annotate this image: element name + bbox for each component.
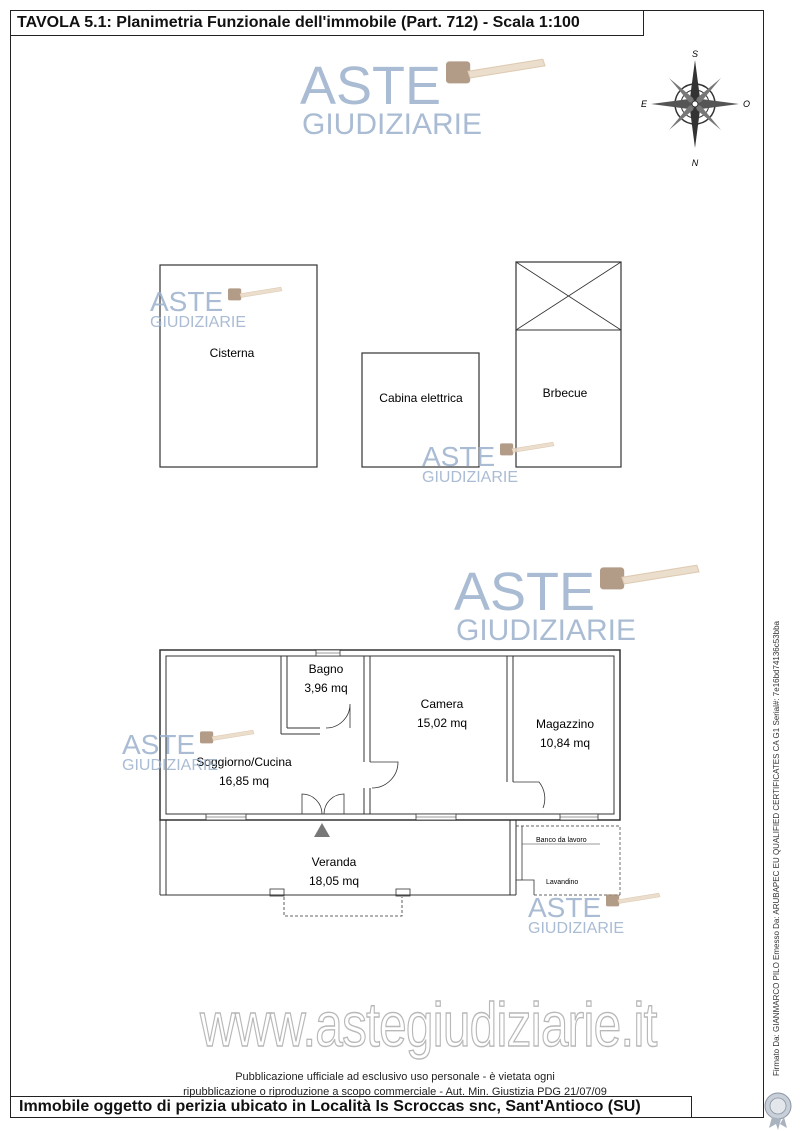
lavandino-label: Lavandino (546, 879, 578, 886)
compass-n: N (692, 158, 699, 168)
cabina-label: Cabina elettrica (379, 391, 463, 405)
room-camera-area: 15,02 mq (417, 716, 467, 730)
banco-label: Banco da lavoro (536, 837, 587, 844)
entrance-arrow-icon (314, 823, 330, 837)
svg-text:ASTE: ASTE (422, 441, 495, 472)
compass-rose: S N E O (641, 49, 750, 168)
svg-text:ASTE: ASTE (300, 56, 441, 116)
property-footer: Immobile oggetto di perizia ubicato in L… (10, 1096, 692, 1118)
svg-text:GIUDIZIARIE: GIUDIZIARIE (528, 920, 624, 937)
room-bagno-name: Bagno (309, 662, 344, 676)
veranda-area (159, 820, 621, 917)
svg-text:GIUDIZIARIE: GIUDIZIARIE (122, 757, 218, 774)
svg-text:ASTE: ASTE (454, 562, 595, 622)
compass-o: O (743, 99, 750, 109)
compass-s: S (692, 49, 698, 59)
cisterna-structure: Cisterna (159, 264, 318, 468)
room-camera-name: Camera (421, 697, 464, 711)
cisterna-label: Cisterna (210, 346, 255, 360)
barbecue-structure: Brbecue (515, 261, 622, 468)
svg-text:ASTE: ASTE (122, 729, 195, 760)
svg-text:GIUDIZIARIE: GIUDIZIARIE (302, 108, 482, 141)
seal-icon (764, 1092, 792, 1130)
compass-e: E (641, 99, 648, 109)
page-title: TAVOLA 5.1: Planimetria Funzionale dell'… (10, 10, 644, 36)
svg-text:GIUDIZIARIE: GIUDIZIARIE (150, 314, 246, 331)
room-soggiorno-name: Soggiorno/Cucina (196, 755, 292, 769)
svg-text:ASTE: ASTE (150, 286, 223, 317)
notice-line-1: Pubblicazione ufficiale ad esclusivo uso… (235, 1071, 555, 1083)
watermark-site-url: www.astegiudiziarie.it (199, 990, 657, 1060)
svg-text:GIUDIZIARIE: GIUDIZIARIE (422, 469, 518, 486)
watermark-logo: ASTE GIUDIZIARIE ASTE GIUDIZIARIE ASTE G… (122, 56, 700, 937)
svg-text:GIUDIZIARIE: GIUDIZIARIE (456, 614, 636, 647)
svg-text:ASTE: ASTE (528, 892, 601, 923)
digital-signature: Firmato Da: GIANMARCO PILO Emesso Da: AR… (772, 621, 781, 1076)
room-magazzino-area: 10,84 mq (540, 736, 590, 750)
cabina-elettrica-structure: Cabina elettrica (361, 352, 480, 468)
room-veranda-name: Veranda (312, 855, 357, 869)
notice-line-2: ripubblicazione o riproduzione a scopo c… (183, 1086, 607, 1098)
barbecue-label: Brbecue (543, 386, 588, 400)
room-soggiorno-area: 16,85 mq (219, 774, 269, 788)
room-veranda-area: 18,05 mq (309, 874, 359, 888)
room-magazzino-name: Magazzino (536, 717, 594, 731)
main-building (159, 649, 621, 821)
room-bagno-area: 3,96 mq (304, 681, 347, 695)
